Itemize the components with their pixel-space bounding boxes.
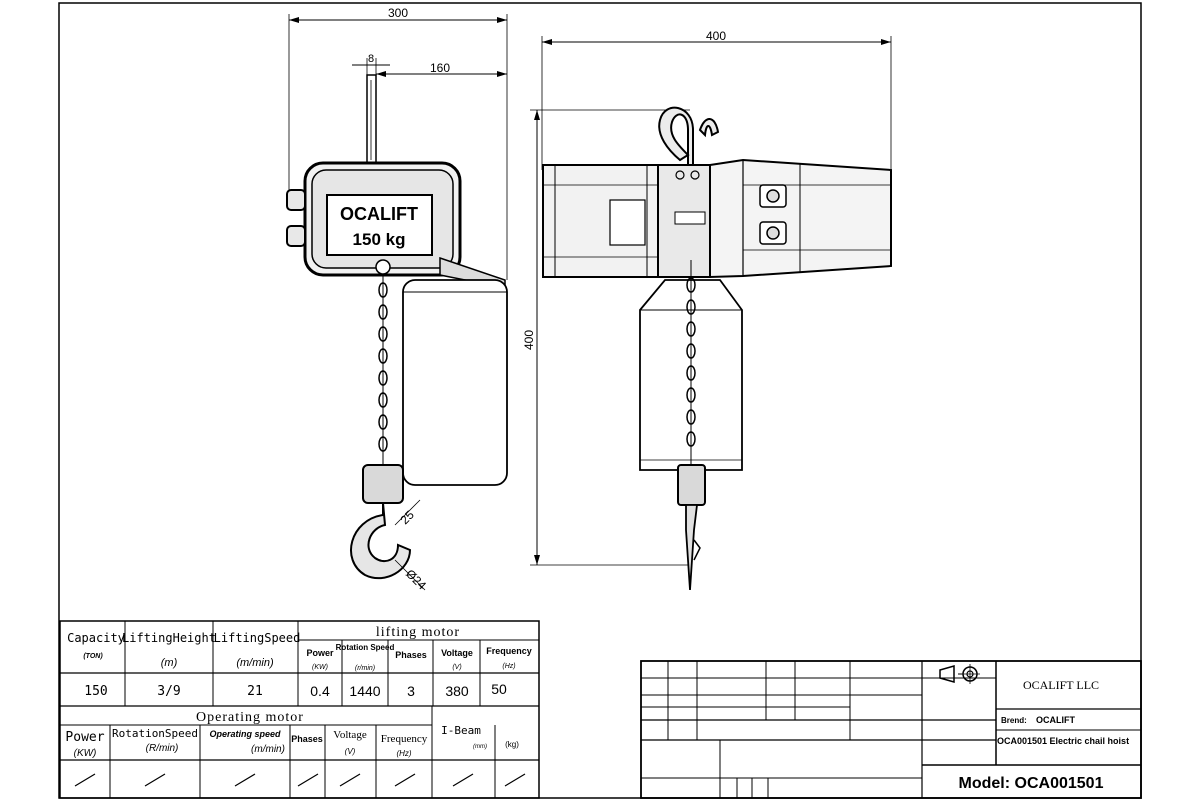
op-hdr-power: Power (65, 730, 104, 745)
op-hdr-operating-speed-unit: (m/min) (251, 744, 285, 755)
hdr-lifting-speed-unit: (m/min) (236, 657, 274, 669)
company-name: OCALIFT LLC (1023, 678, 1099, 692)
brand-value: OCALIFT (1036, 715, 1075, 725)
chain-bag (402, 279, 508, 486)
dim-offset-160: 160 (430, 61, 450, 75)
val-frequency: 50 (491, 681, 507, 697)
dim-hook-25: 25 (398, 508, 418, 528)
hdr-voltage-unit: (V) (452, 664, 461, 671)
load-chain-side (686, 260, 696, 470)
model-number: Model: OCA001501 (959, 775, 1104, 792)
hdr-voltage: Voltage (441, 648, 473, 658)
dim-small-8: 8 (368, 53, 374, 65)
title-block: OCALIFT LLC Brend: OCALIFT OCA001501 Ele… (640, 660, 1142, 799)
hdr-rotation-speed: Rotation Speed (336, 643, 395, 652)
spec-table: lifting motor Operating motor Capacity (… (59, 620, 540, 799)
hdr-phases: Phases (395, 650, 427, 660)
nameplate (326, 194, 433, 256)
hdr-lifting-height: LiftingHeight (122, 631, 216, 645)
op-hdr-voltage-unit: (V) (345, 747, 356, 756)
hdr-power-unit: (KW) (312, 664, 328, 671)
op-hdr-phases: Phases (291, 734, 323, 744)
sheet-border (58, 2, 1142, 799)
top-hook (658, 106, 720, 171)
bottom-hook (350, 502, 412, 580)
projection-symbol-icon (939, 664, 980, 684)
hook-block (362, 464, 404, 504)
op-hdr-operating-speed: Operating speed (209, 729, 281, 739)
dim-length-400: 400 (706, 29, 726, 43)
op-hdr-ibeam-unit: (mm) (473, 744, 487, 750)
op-hdr-rotation-speed-unit: (R/min) (146, 743, 179, 754)
product-description: OCA001501 Electric chail hoist (997, 736, 1129, 746)
op-hdr-rotation-speed: RotationSpeed (112, 727, 198, 740)
hdr-frequency-unit: (Hz) (502, 663, 515, 670)
operating-motor-label: Operating motor (196, 710, 304, 725)
hdr-lifting-height-unit: (m) (161, 657, 178, 669)
op-hdr-weight-unit: (kg) (505, 740, 519, 749)
val-capacity: 150 (84, 684, 107, 699)
val-lifting-height: 3/9 (157, 684, 180, 699)
val-rotation-speed: 1440 (349, 683, 380, 699)
hdr-capacity: Capacity (67, 631, 125, 645)
op-hdr-ibeam: I-Beam (441, 724, 481, 737)
dim-width-300: 300 (388, 6, 408, 20)
nameplate-brand: OCALIFT (340, 204, 418, 224)
bottom-hook-side (685, 504, 699, 591)
hdr-frequency: Frequency (486, 646, 532, 656)
val-power: 0.4 (310, 683, 330, 699)
brand-label: Brend: (1001, 716, 1027, 725)
load-chain (378, 275, 388, 465)
op-hdr-frequency: Frequency (381, 733, 428, 745)
val-lifting-speed: 21 (247, 684, 263, 699)
dim-height-400: 400 (522, 330, 536, 350)
hdr-power: Power (306, 648, 334, 658)
op-hdr-voltage: Voltage (333, 729, 367, 741)
empty-value-slashes (74, 773, 526, 787)
op-hdr-frequency-unit: (Hz) (396, 749, 411, 758)
side-view: 400 400 (522, 29, 892, 591)
lifting-motor-label: lifting motor (376, 625, 460, 640)
nameplate-capacity: 150 kg (353, 230, 406, 249)
front-view: 300 8 160 OCALIFT 150 kg (286, 6, 508, 593)
val-voltage: 380 (445, 683, 469, 699)
val-phases: 3 (407, 683, 415, 699)
hdr-lifting-speed: LiftingSpeed (214, 631, 301, 645)
op-hdr-power-unit: (KW) (74, 748, 97, 759)
hdr-rotation-speed-unit: (r/min) (355, 665, 375, 672)
hdr-capacity-unit: (TON) (83, 653, 103, 660)
dim-hook-24: Ø24 (403, 567, 429, 593)
